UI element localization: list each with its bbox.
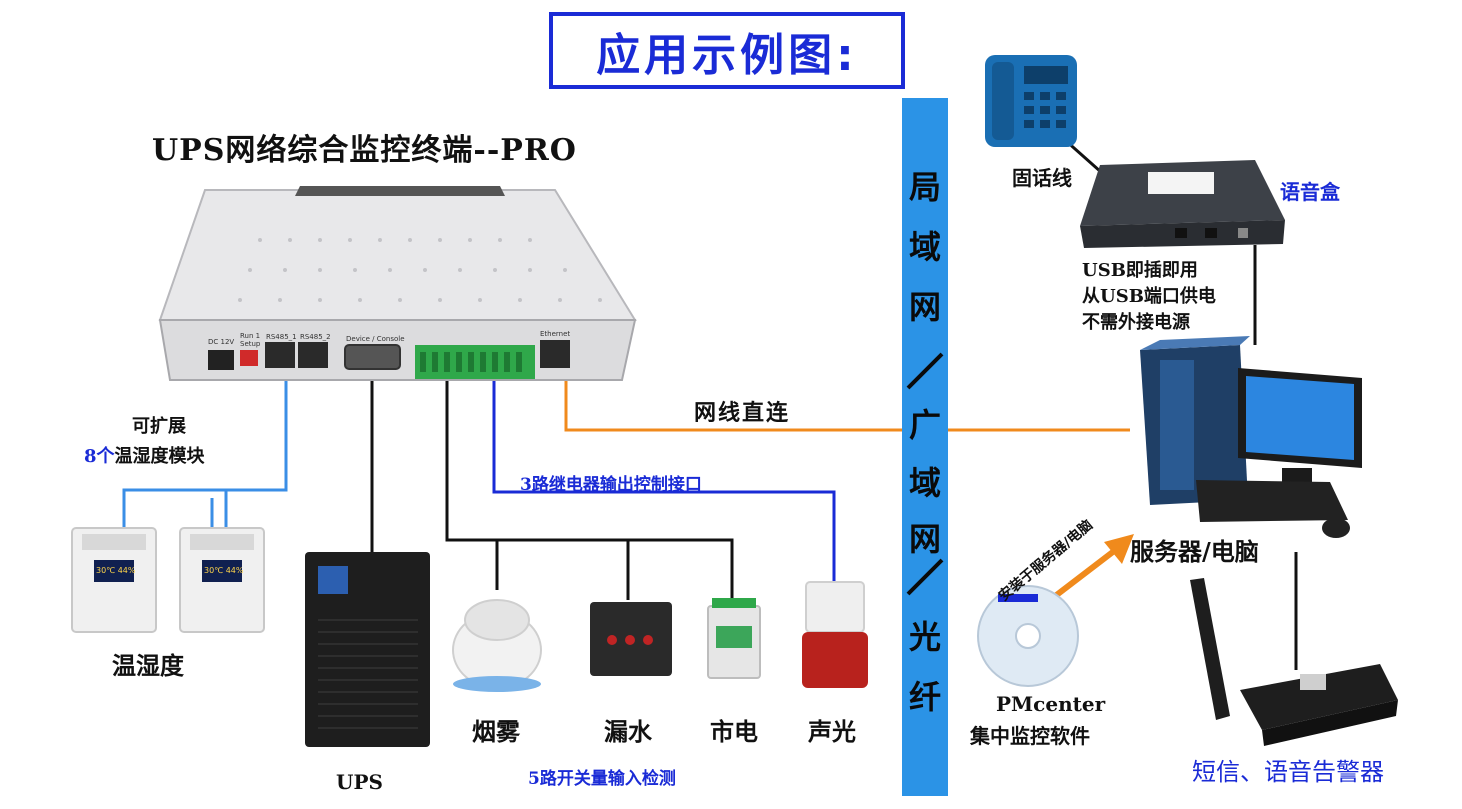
network-char-8: 纤 bbox=[908, 678, 941, 716]
port-label-console: Device / Console bbox=[346, 335, 405, 343]
software-label-2: 集中监控软件 bbox=[970, 724, 1090, 748]
mains-label: 市电 bbox=[710, 717, 758, 746]
usb-label-3: 不需外接电源 bbox=[1082, 312, 1190, 333]
sensor-display-1: 30℃ 44% bbox=[96, 566, 136, 575]
voice-box-label: 语音盒 bbox=[1280, 180, 1340, 204]
port-label-ethernet: Ethernet bbox=[540, 330, 571, 338]
siren-label: 声光 bbox=[808, 717, 856, 746]
network-char-6: 网 bbox=[908, 520, 941, 558]
expand-label-rest: 温湿度模块 bbox=[114, 446, 205, 467]
sms-alarm-label: 短信、语音告警器 bbox=[1192, 758, 1384, 786]
install-arrow bbox=[1048, 545, 1120, 603]
expand-count: 8个 bbox=[84, 446, 115, 467]
usb-label-2: 从USB端口供电 bbox=[1082, 286, 1216, 307]
water-label: 漏水 bbox=[604, 717, 652, 746]
network-slash-1 bbox=[906, 352, 944, 596]
port-label-setup: Setup bbox=[240, 340, 261, 348]
network-char-3: 网 bbox=[908, 288, 941, 326]
port-label-rs485-2: RS485_2 bbox=[300, 333, 331, 341]
relay-line bbox=[492, 378, 836, 582]
landline-label: 固话线 bbox=[1012, 166, 1072, 190]
temp-humidity-label: 温湿度 bbox=[112, 651, 184, 680]
sensor-display-2: 30℃ 44% bbox=[204, 566, 244, 575]
network-char-1: 局 bbox=[908, 168, 941, 206]
install-arrow-head bbox=[1104, 534, 1134, 564]
device-name: UPS网络综合监控终端--PRO bbox=[152, 133, 577, 168]
expand-label-1: 可扩展 bbox=[132, 416, 186, 437]
switch-input-label: 5路开关量输入检测 bbox=[528, 769, 676, 789]
ethernet-line bbox=[564, 364, 902, 432]
software-label-1: PMcenter bbox=[996, 692, 1106, 716]
expand-label-2: 8个温湿度模块 bbox=[84, 442, 205, 468]
port-label-run: Run 1 bbox=[240, 332, 261, 340]
port-label-rs485-1: RS485_1 bbox=[266, 333, 297, 341]
server-label: 服务器/电脑 bbox=[1130, 537, 1259, 566]
page-title: 应用示例图: bbox=[549, 12, 905, 89]
smoke-label: 烟雾 bbox=[472, 717, 520, 746]
ups-label: UPS bbox=[336, 770, 383, 794]
network-char-7: 光 bbox=[908, 618, 941, 656]
network-char-5: 域 bbox=[908, 464, 941, 502]
network-char-2: 域 bbox=[908, 228, 941, 266]
port-label-dc: DC 12V bbox=[208, 338, 235, 346]
direct-link-label: 网线直连 bbox=[694, 400, 791, 426]
rs485-line bbox=[122, 368, 288, 528]
network-char-4: 广 bbox=[908, 406, 941, 444]
input-line bbox=[445, 378, 734, 600]
usb-label-1: USB即插即用 bbox=[1082, 260, 1198, 281]
network-bar: 局 域 网 广 域 网 光 纤 bbox=[902, 98, 948, 796]
relay-label: 3路继电器输出控制接口 bbox=[520, 475, 702, 495]
